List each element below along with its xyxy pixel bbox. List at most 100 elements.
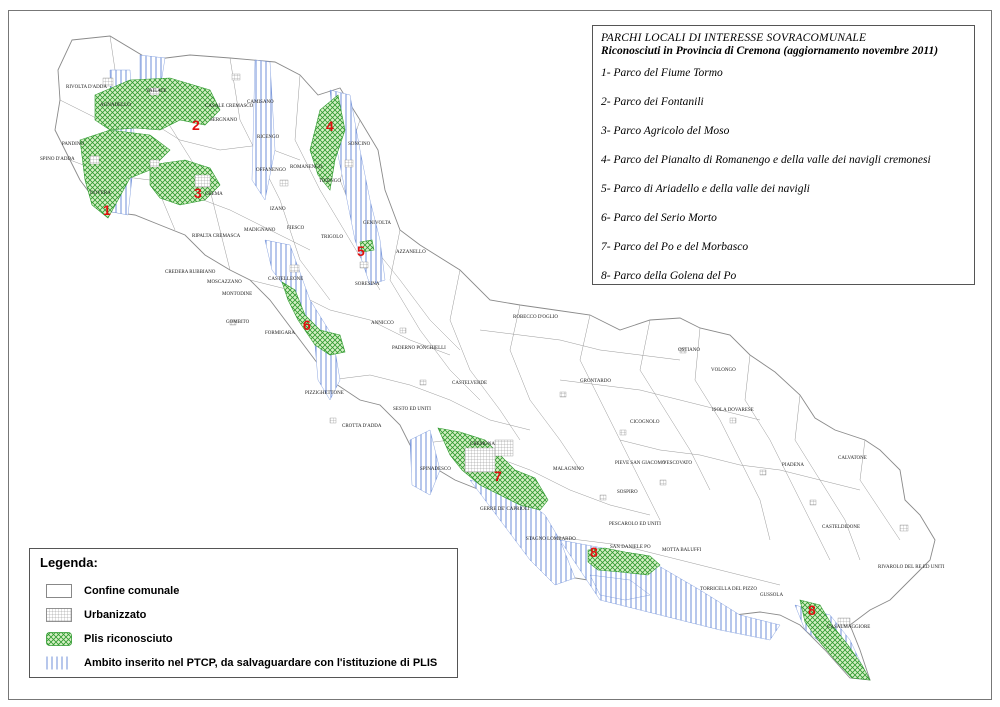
town-label: GRONTARDO (580, 379, 611, 384)
town-label: GUSSOLA (760, 593, 783, 598)
park-list-item: 6- Parco del Serio Morto (601, 212, 717, 224)
town-label: PIEVE SAN GIACOMO (615, 461, 666, 466)
town-label: CASTELLEONE (268, 277, 303, 282)
town-label: AGNADELLO (100, 103, 131, 108)
town-label: SPINADESCO (420, 467, 451, 472)
legend-label: Urbanizzato (84, 609, 147, 621)
legend-title: Legenda: (40, 555, 98, 570)
park-number-3: 3 (194, 185, 202, 201)
park-number-8b: 8 (808, 602, 816, 618)
town-label: PESCAROLO ED UNITI (609, 522, 661, 527)
town-label: GENIVOLTA (363, 221, 391, 226)
plis-park-8b (799, 599, 871, 681)
map-subtitle: Riconosciuti in Provincia di Cremona (ag… (601, 45, 939, 57)
town-label: SORESINA (355, 282, 380, 287)
park-number-5: 5 (357, 243, 365, 259)
park-list: 1- Parco del Fiume Tormo 2- Parco dei Fo… (601, 65, 966, 297)
town-label: MOSCAZZANO (207, 280, 242, 285)
legend-label: Ambito inserito nel PTCP, da salvaguarda… (84, 657, 438, 669)
legend-label: Confine comunale (84, 585, 180, 597)
town-label: ROBECCO D'OGLIO (513, 315, 558, 320)
park-list-item: 4- Parco del Pianalto di Romanengo e del… (601, 154, 931, 166)
town-label: FORMIGARA (265, 331, 295, 336)
park-number-2: 2 (192, 117, 200, 133)
plis-park-8a (587, 547, 661, 576)
town-label: RIPALTA CREMASCA (192, 234, 241, 239)
town-label: MOTTA BALUFFI (662, 548, 702, 553)
legend-item-ptcp: Ambito inserito nel PTCP, da salvaguarda… (46, 653, 437, 673)
town-label: PADERNO PONCHIELLI (392, 346, 446, 351)
map-frame (8, 10, 992, 700)
park-list-item: 2- Parco dei Fontanili (601, 96, 704, 108)
park-number-1: 1 (103, 202, 111, 218)
town-label: MONTODINE (222, 292, 252, 297)
town-label: SPINO D'ADDA (40, 157, 75, 162)
park-number-8: 8 (590, 544, 598, 560)
town-label: RICENGO (257, 135, 280, 140)
legend-item-boundary: Confine comunale (46, 581, 179, 601)
town-label: STAGNO LOMBARDO (526, 537, 576, 542)
park-number-labels: 1 2 3 4 5 6 7 8 8 (103, 117, 816, 618)
town-label: OSTIANO (678, 348, 700, 353)
park-list-item: 7- Parco del Po e del Morbasco (601, 241, 749, 253)
park-number-6: 6 (303, 317, 311, 333)
park-list-item: 5- Parco di Ariadello e della valle dei … (601, 183, 810, 195)
town-label: CASALMAGGIORE (827, 625, 870, 630)
town-label: TICENGO (319, 179, 341, 184)
legend-label: Plis riconosciuto (84, 633, 173, 645)
town-labels: RIVOLTA D'ADDA AGNADELLO VAILATE PANDINO… (40, 85, 945, 630)
town-label: GERRE DE' CAPRIOLI (480, 507, 530, 512)
town-label: MALAGNINO (553, 467, 584, 472)
park-list-item: 1- Parco del Fiume Tormo (601, 67, 723, 79)
town-label: SESTO ED UNITI (393, 407, 431, 412)
park-list-box: PARCHI LOCALI DI INTERESSE SOVRACOMUNALE… (592, 25, 975, 285)
town-label: CASTELDIDONE (822, 525, 860, 530)
town-label: CAMISANO (247, 100, 274, 105)
town-label: PIZZIGHETTONE (305, 391, 344, 396)
town-label: RIVOLTA D'ADDA (66, 85, 107, 90)
park-number-7: 7 (494, 468, 502, 484)
town-label: CICOGNOLO (630, 420, 660, 425)
town-label: FIESCO (287, 226, 305, 231)
plis-park-4 (309, 94, 346, 191)
town-label: ANNICCO (371, 321, 394, 326)
town-label: SERGNANO (210, 118, 238, 123)
town-label: PANDINO (62, 142, 84, 147)
town-label: CREDERA RUBBIANO (165, 270, 216, 275)
town-label: IZANO (270, 207, 286, 212)
legend-item-urbanized: Urbanizzato (46, 605, 146, 625)
legend-item-plis: Plis riconosciuto (46, 629, 173, 649)
town-label: DOVERA (90, 191, 111, 196)
town-label: PIADENA (782, 463, 804, 468)
park-list-item: 8- Parco della Golena del Po (601, 270, 737, 282)
town-label: SAN DANIELE PO (610, 545, 651, 550)
map-title: PARCHI LOCALI DI INTERESSE SOVRACOMUNALE (601, 32, 867, 44)
town-label: MADIGNANO (244, 228, 276, 233)
town-label: OFFANENGO (256, 168, 286, 173)
town-label: ROMANENGO (290, 165, 323, 170)
town-label: CREMA (205, 192, 223, 197)
town-label: GOMBITO (226, 320, 250, 325)
urbanized-areas (89, 73, 909, 627)
town-label: TRIGOLO (321, 235, 343, 240)
plis-park-2 (94, 77, 221, 131)
town-label: SONCINO (348, 142, 371, 147)
town-label: VOLONGO (711, 368, 736, 373)
town-label: VAILATE (146, 89, 166, 94)
town-label: CROTTA D'ADDA (342, 424, 382, 429)
town-label: CREMONA (470, 442, 495, 447)
urbanized-swatch (46, 608, 72, 622)
plis-park-6 (281, 281, 346, 356)
ptcp-swatch (46, 656, 72, 670)
park-list-item: 3- Parco Agricolo del Moso (601, 125, 730, 137)
plis-park-1 (79, 129, 171, 219)
town-label: AZZANELLO (396, 250, 426, 255)
park-number-4: 4 (326, 118, 334, 134)
town-label: ISOLA DOVARESE (712, 408, 754, 413)
town-label: VESCOVATO (663, 461, 692, 466)
legend-box: Legenda: Confine comunale Urbanizzato Pl… (29, 548, 458, 678)
town-label: RIVAROLO DEL RE ED UNITI (878, 565, 945, 570)
boundary-swatch (46, 584, 72, 598)
town-label: TORRICELLA DEL PIZZO (700, 587, 757, 592)
